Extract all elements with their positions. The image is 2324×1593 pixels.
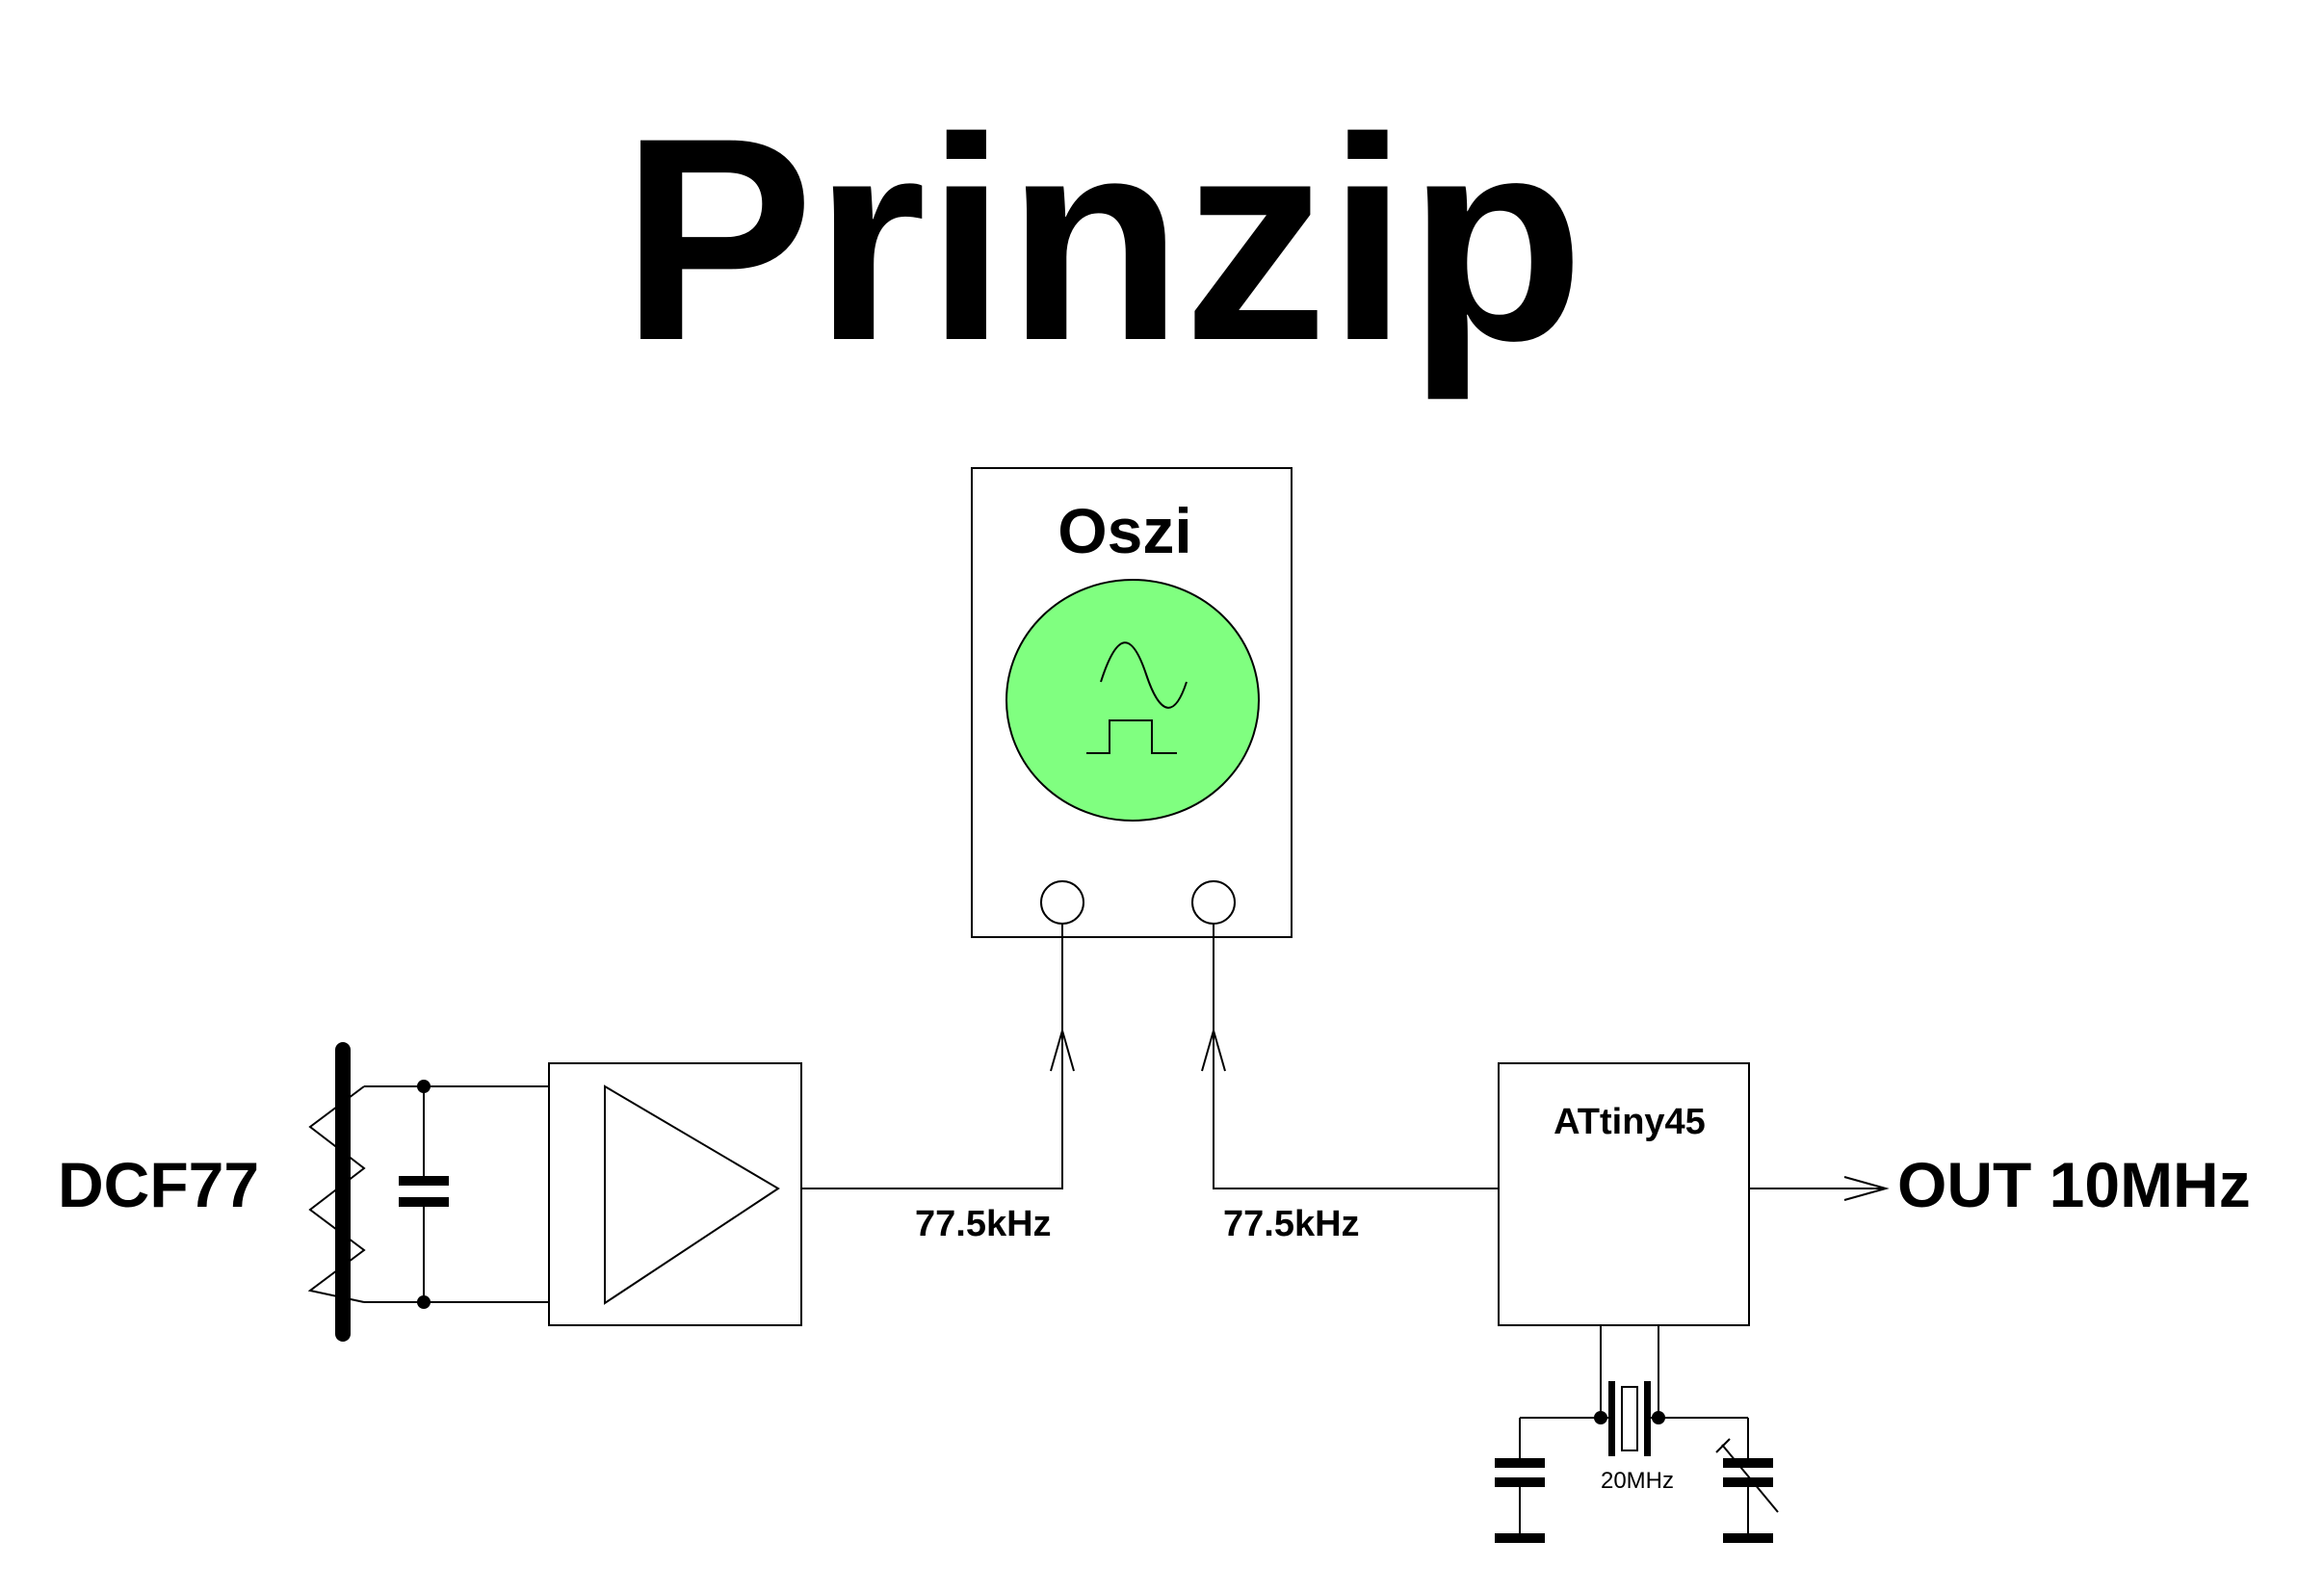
ground-symbol — [1495, 1533, 1545, 1543]
microcontroller-label: ATtiny45 — [1554, 1102, 1706, 1142]
capacitor-plate — [399, 1197, 449, 1207]
ground-symbol — [1723, 1533, 1773, 1543]
signal-path-amp-to-oszi — [801, 924, 1075, 1189]
microcontroller-block: ATtiny45 — [1498, 1062, 1750, 1326]
square-wave-icon — [1086, 719, 1177, 754]
frequency-label-mcu: 77.5kHz — [1223, 1204, 1360, 1244]
amplifier-frame — [548, 1062, 802, 1326]
load-capacitor-left — [1495, 1418, 1545, 1543]
oscilloscope-frame — [971, 467, 1293, 938]
arrow-right-icon — [1843, 1176, 1890, 1201]
junction-dot — [417, 1295, 431, 1309]
coil-winding — [307, 1085, 366, 1303]
input-connector-2 — [1191, 880, 1236, 925]
signal-path-mcu-to-oszi — [1201, 924, 1499, 1189]
trimmer-capacitor-right — [1715, 1418, 1779, 1543]
crystal-icon — [1608, 1381, 1651, 1456]
junction-dot — [1652, 1411, 1665, 1424]
frequency-label-amp: 77.5kHz — [915, 1204, 1052, 1244]
output-line — [1749, 1176, 1890, 1201]
oscilloscope-label: Oszi — [1058, 495, 1191, 566]
crystal-label: 20MHz — [1601, 1468, 1674, 1494]
oscilloscope-screen — [1005, 579, 1260, 822]
tuning-capacitor-circuit — [364, 1080, 549, 1309]
amplifier-triangle-icon — [604, 1084, 780, 1305]
capacitor-plate — [399, 1176, 449, 1186]
junction-dot — [417, 1080, 431, 1093]
crystal-circuit: 20MHz — [1495, 1325, 1779, 1543]
junction-dot — [1594, 1411, 1607, 1424]
trimmer-adjust-icon — [1721, 1444, 1779, 1513]
microcontroller-frame — [1498, 1062, 1750, 1326]
sine-wave-icon — [1100, 641, 1188, 709]
antenna-label: DCF77 — [58, 1149, 259, 1220]
arrow-up-icon — [1050, 1027, 1075, 1072]
oscilloscope-block: Oszi — [971, 467, 1293, 938]
amplifier-block — [548, 1062, 802, 1326]
output-label: OUT 10MHz — [1897, 1149, 2251, 1220]
antenna-coil — [307, 1042, 366, 1342]
page-title: Prinzip — [621, 77, 1584, 403]
arrow-up-icon — [1201, 1027, 1226, 1072]
input-connector-1 — [1040, 880, 1084, 925]
